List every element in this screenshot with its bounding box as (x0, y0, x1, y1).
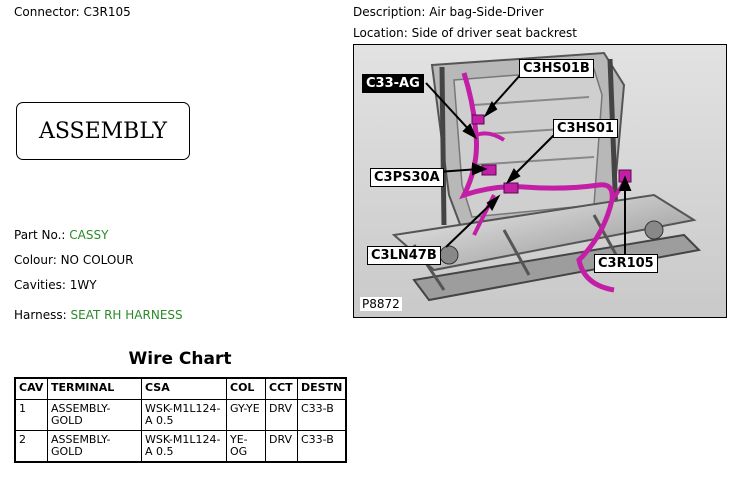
callout-c3r105: C3R105 (594, 254, 658, 273)
harness-value: SEAT RH HARNESS (70, 308, 183, 322)
col-header-terminal: TERMINAL (47, 377, 142, 400)
col-header-csa: CSA (141, 377, 227, 400)
wire-chart-header-row: CAV TERMINAL CSA COL CCT DESTN (14, 377, 347, 400)
part-number-value: CASSY (69, 228, 109, 242)
cell-cct: DRV (265, 430, 298, 463)
location-text: Location: Side of driver seat backrest (353, 26, 577, 40)
cell-cav: 1 (14, 399, 48, 431)
seat-illustration (354, 45, 726, 317)
cell-cct: DRV (265, 399, 298, 431)
harness: Harness: SEAT RH HARNESS (14, 308, 183, 322)
col-header-cct: CCT (265, 377, 298, 400)
table-row: 1 ASSEMBLY-GOLD WSK-M1L124-A 0.5 GY-YE D… (14, 399, 347, 431)
cell-col: YE-OG (226, 430, 266, 463)
callout-c3hs01b: C3HS01B (519, 59, 594, 78)
connector-title: Connector: C3R105 (14, 5, 131, 19)
part-number-label: Part No.: (14, 228, 66, 242)
callout-c3hs01: C3HS01 (553, 119, 618, 138)
cell-terminal: ASSEMBLY-GOLD (47, 430, 142, 463)
wire-chart-table: CAV TERMINAL CSA COL CCT DESTN 1 ASSEMBL… (14, 377, 348, 463)
cell-destn: C33-B (297, 430, 347, 463)
cell-terminal: ASSEMBLY-GOLD (47, 399, 142, 431)
callout-c33-ag: C33-AG (362, 74, 424, 93)
wire-chart-title: Wire Chart (128, 349, 232, 369)
callout-c3ps30a: C3PS30A (370, 168, 444, 187)
table-row: 2 ASSEMBLY-GOLD WSK-M1L124-A 0.5 YE-OG D… (14, 430, 347, 463)
cell-col: GY-YE (226, 399, 266, 431)
assembly-label: ASSEMBLY (38, 118, 168, 144)
part-number: Part No.: CASSY (14, 228, 108, 242)
harness-label: Harness: (14, 308, 67, 322)
assembly-label-box: ASSEMBLY (16, 102, 190, 160)
cell-csa: WSK-M1L124-A 0.5 (141, 430, 227, 463)
col-header-col: COL (226, 377, 266, 400)
col-header-destn: DESTN (297, 377, 347, 400)
cavities-text: Cavities: 1WY (14, 278, 97, 292)
cell-destn: C33-B (297, 399, 347, 431)
cell-cav: 2 (14, 430, 48, 463)
seat-harness-diagram: C33-AG C3HS01B C3HS01 C3PS30A C3LN47B C3… (353, 44, 727, 318)
col-header-cav: CAV (14, 377, 48, 400)
description-text: Description: Air bag-Side-Driver (353, 5, 544, 19)
picture-number: P8872 (360, 297, 402, 311)
colour-text: Colour: NO COLOUR (14, 253, 134, 267)
cell-csa: WSK-M1L124-A 0.5 (141, 399, 227, 431)
callout-c3ln47b: C3LN47B (367, 246, 441, 265)
